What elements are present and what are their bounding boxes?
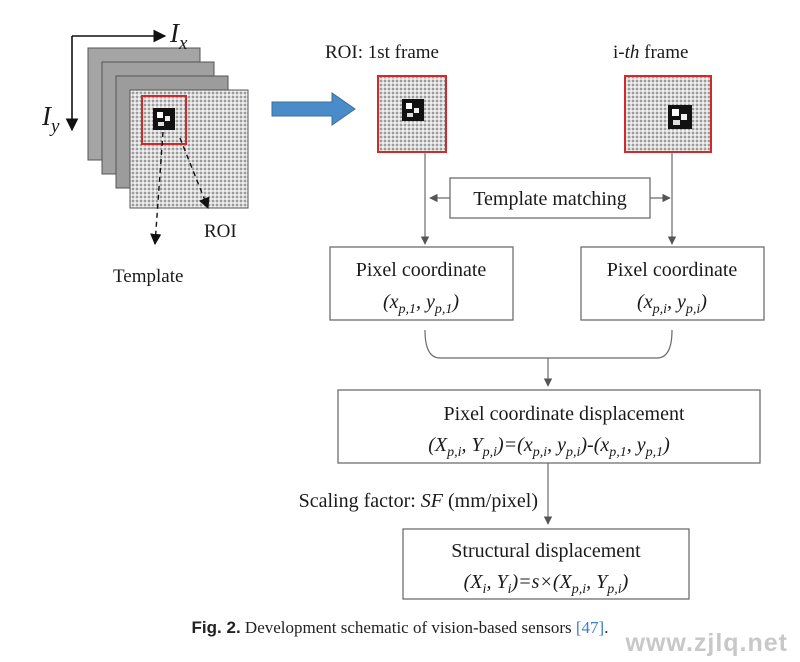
ith-frame-label: i-th frame bbox=[613, 42, 688, 63]
pixel-box-1-formula: (xp,1​, yp,1​) bbox=[383, 291, 459, 317]
scaling-factor-label: Scaling factor: SF (mm/pixel) bbox=[299, 490, 538, 512]
stack-frame-front bbox=[129, 89, 249, 209]
caption-label: Fig. 2. bbox=[191, 618, 241, 637]
template-label: Template bbox=[113, 266, 183, 287]
pixel-coordinate-box-i bbox=[580, 246, 765, 321]
stack-target-pattern bbox=[153, 108, 175, 130]
caption-reference-link[interactable]: [47] bbox=[575, 618, 605, 637]
merge-bracket bbox=[424, 329, 673, 359]
watermark: www.zjlq.net bbox=[625, 629, 788, 657]
pixel-displacement-box bbox=[337, 389, 761, 464]
frame-stack bbox=[87, 47, 249, 209]
first-frame-label: ROI: 1st frame bbox=[325, 42, 439, 63]
template-matching-box bbox=[449, 177, 651, 219]
axis-x-label: Ix bbox=[169, 18, 188, 54]
displacement-title: Pixel coordinate displacement bbox=[443, 403, 684, 425]
pixel-box-i-formula: (xp,i​, yp,i​) bbox=[637, 291, 707, 317]
structural-title: Structural displacement bbox=[451, 540, 641, 562]
stack-roi-box bbox=[141, 95, 187, 145]
pixel-box-i-title: Pixel coordinate bbox=[607, 259, 738, 281]
pixel-box-1-title: Pixel coordinate bbox=[356, 259, 487, 281]
ith-frame-image bbox=[624, 75, 712, 153]
axis-y-label: Iy bbox=[41, 101, 60, 137]
structural-displacement-box bbox=[402, 528, 690, 600]
caption-text: Development schematic of vision-based se… bbox=[240, 618, 576, 637]
caption-end: . bbox=[604, 618, 609, 637]
roi-dashed-arrow bbox=[179, 137, 210, 210]
first-frame-image bbox=[377, 75, 447, 153]
displacement-formula: (Xp,i​, Yp,i​)=(xp,i​, yp,i​)-(xp,1​, yp… bbox=[428, 434, 670, 460]
roi-label: ROI bbox=[204, 221, 237, 242]
template-dashed-arrow bbox=[150, 131, 164, 246]
pixel-coordinate-box-1 bbox=[329, 246, 514, 321]
structural-formula: (Xi​, Yi​)=s×(Xp,i​, Yp,i​) bbox=[464, 571, 629, 597]
blue-process-arrow bbox=[271, 92, 356, 126]
template-matching-label: Template matching bbox=[473, 188, 627, 210]
figure-caption: Fig. 2. Development schematic of vision-… bbox=[0, 618, 800, 638]
